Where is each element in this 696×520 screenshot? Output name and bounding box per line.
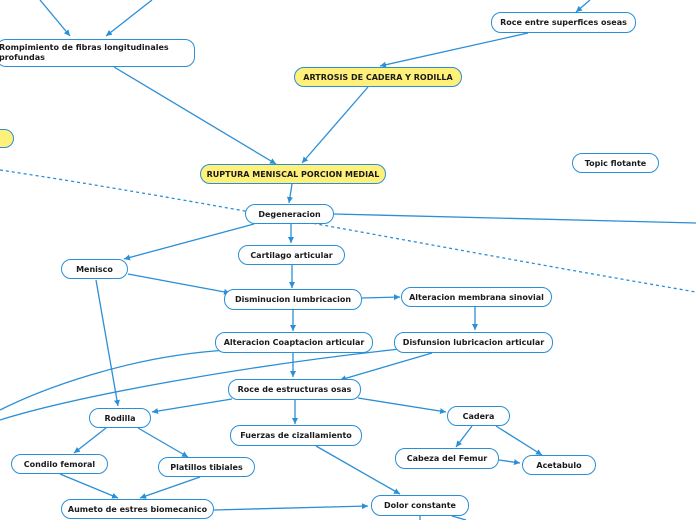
- connector: [127, 273, 231, 295]
- connector: [113, 66, 277, 165]
- node-alteracion-membrana[interactable]: Alteracion membrana sinovial: [401, 287, 552, 307]
- connector: [39, 0, 71, 37]
- connector: [575, 0, 591, 13]
- connector: [213, 503, 369, 511]
- node-fuerzas[interactable]: Fuerzas de cizallamiento: [230, 425, 362, 446]
- connector: [95, 279, 120, 407]
- connector: [59, 473, 119, 499]
- connector: [301, 86, 369, 164]
- node-rompimiento[interactable]: Rompimiento de fibras longitudinales pro…: [0, 39, 195, 67]
- dotted-relationship-line: [0, 169, 696, 293]
- node-aumento-estres[interactable]: Aumeto de estres biomecanico: [61, 499, 214, 519]
- connector: [315, 445, 401, 495]
- connector: [455, 425, 473, 448]
- node-degeneracion[interactable]: Degeneracion: [245, 204, 334, 224]
- connector: [123, 223, 255, 261]
- connector: [0, 349, 231, 411]
- connector: [105, 0, 153, 37]
- node-platillos[interactable]: Platillos tibiales: [158, 457, 255, 477]
- connector: [339, 352, 433, 382]
- node-dolor[interactable]: Dolor constante: [371, 495, 469, 516]
- node-cabeza-femur[interactable]: Cabeza del Femur: [395, 448, 499, 469]
- connector: [361, 294, 401, 301]
- connector: [286, 183, 293, 204]
- connector: [498, 459, 521, 466]
- node-topic-flotante[interactable]: Topic flotante: [572, 153, 659, 173]
- node-ruptura[interactable]: RUPTURA MENISCAL PORCION MEDIAL: [200, 164, 386, 184]
- connector: [73, 427, 107, 454]
- node-condilo[interactable]: Condilo femoral: [11, 454, 108, 474]
- connector: [451, 515, 467, 520]
- node-acetabulo[interactable]: Acetabulo: [522, 455, 596, 475]
- node-disfuncion[interactable]: Disfunsion lubricacion articular: [394, 332, 553, 353]
- connector: [0, 348, 401, 421]
- node-roce-estructuras[interactable]: Roce de estructuras osas: [228, 379, 361, 400]
- connector: [379, 32, 529, 68]
- connector: [151, 398, 233, 414]
- node-artrosis[interactable]: ARTROSIS DE CADERA Y RODILLA: [294, 67, 462, 87]
- connector: [333, 213, 696, 224]
- connector: [137, 427, 189, 458]
- node-cartilago[interactable]: Cartilago articular: [238, 245, 345, 265]
- partial-main-node[interactable]: [0, 129, 14, 148]
- node-rodilla[interactable]: Rodilla: [89, 408, 151, 428]
- node-roce-superficies[interactable]: Roce entre superfices oseas: [491, 12, 636, 33]
- node-menisco[interactable]: Menisco: [61, 259, 128, 279]
- node-disminucion[interactable]: Disminucion lumbricacion: [224, 289, 362, 310]
- connector: [357, 397, 447, 415]
- connector: [495, 425, 543, 456]
- connector: [139, 476, 201, 499]
- node-alteracion-coaptacion[interactable]: Alteracion Coaptacion articular: [215, 332, 373, 353]
- node-cadera[interactable]: Cadera: [447, 406, 510, 426]
